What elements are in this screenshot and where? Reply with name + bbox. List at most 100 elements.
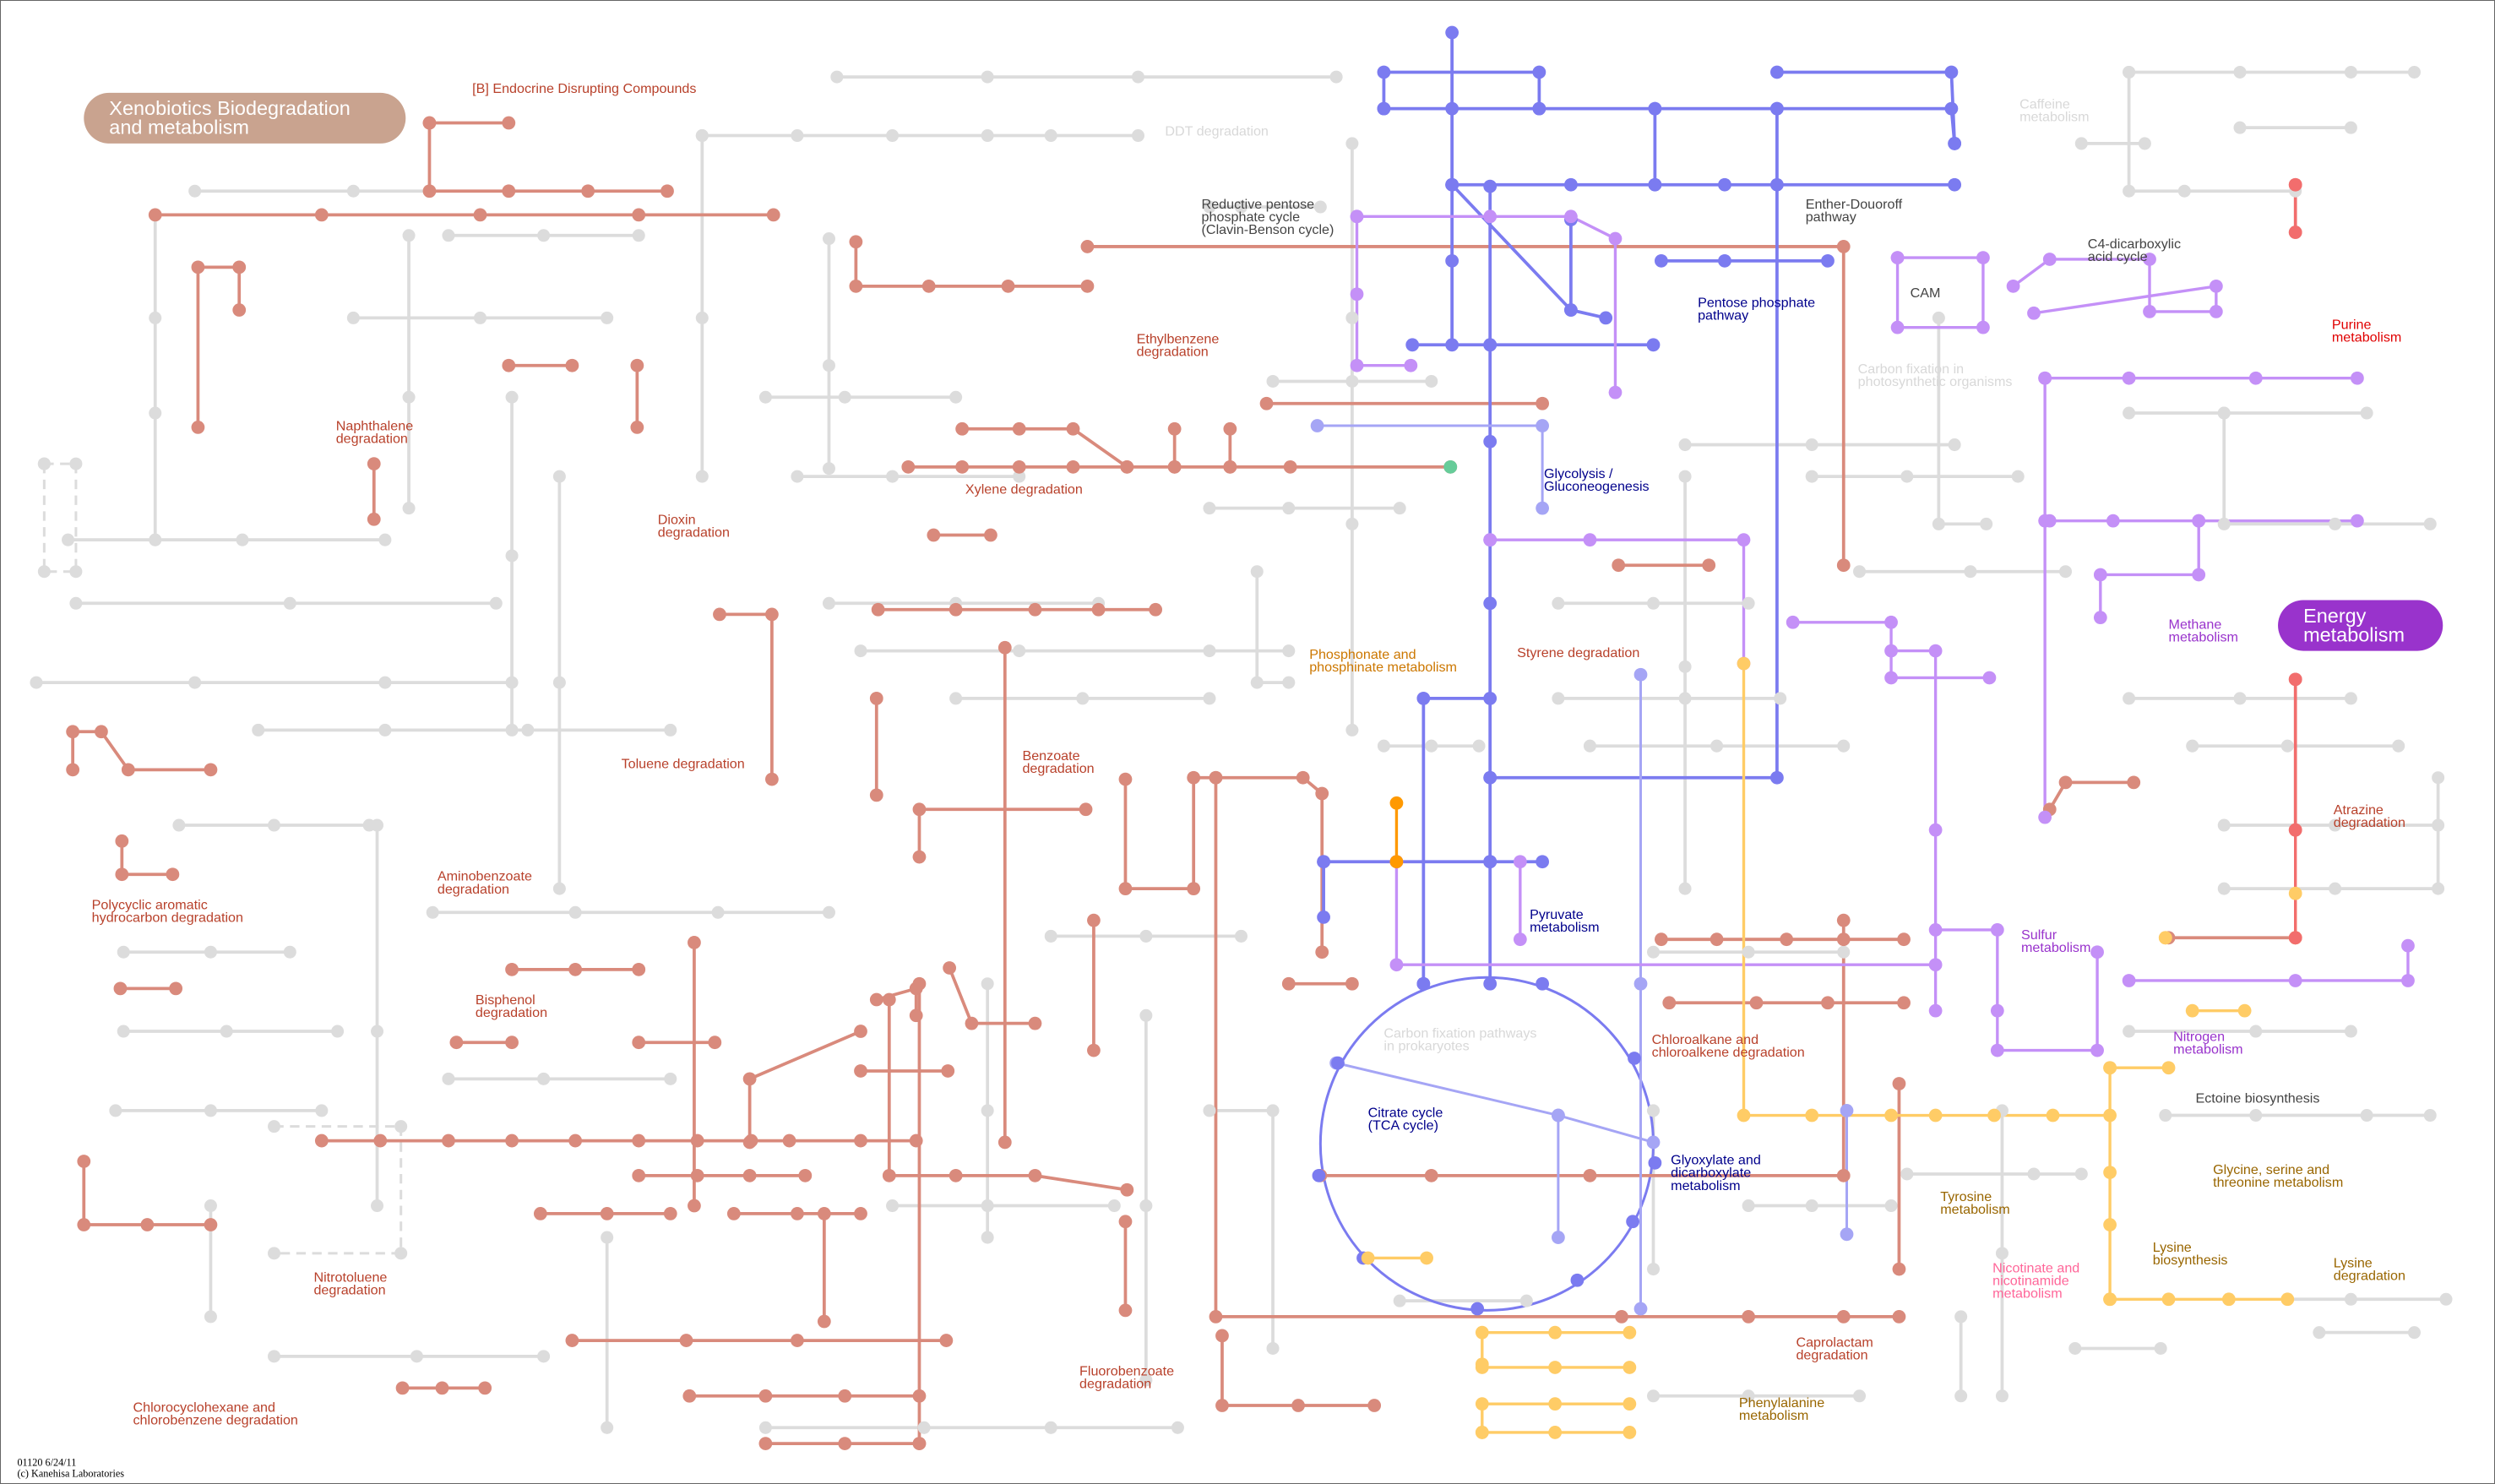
compound-node[interactable]: [1932, 311, 1945, 324]
compound-node[interactable]: [565, 358, 579, 372]
compound-node[interactable]: [442, 1072, 455, 1085]
compound-node[interactable]: [1928, 1003, 1943, 1018]
compound-node[interactable]: [1987, 1108, 2001, 1123]
compound-node[interactable]: [1655, 932, 1668, 947]
compound-node[interactable]: [1648, 101, 1662, 116]
compound-node[interactable]: [2233, 121, 2247, 134]
energy-metabolism-badge[interactable]: [2278, 600, 2443, 651]
compound-node[interactable]: [1404, 358, 1418, 372]
compound-node[interactable]: [1291, 1399, 1305, 1412]
compound-node[interactable]: [502, 116, 516, 130]
compound-node[interactable]: [1259, 396, 1274, 410]
compound-node[interactable]: [1266, 1341, 1280, 1355]
compound-node[interactable]: [1282, 676, 1296, 689]
xenobiotics-pathway-line[interactable]: [196, 265, 242, 427]
compound-node[interactable]: [997, 1135, 1012, 1150]
compound-node[interactable]: [505, 1133, 519, 1148]
compound-node[interactable]: [394, 1247, 408, 1260]
compound-node[interactable]: [1296, 770, 1310, 785]
compound-node[interactable]: [1626, 1215, 1639, 1229]
compound-node[interactable]: [912, 802, 927, 817]
compound-node[interactable]: [2288, 226, 2302, 239]
compound-node[interactable]: [204, 1218, 218, 1231]
compound-node[interactable]: [204, 1310, 217, 1324]
compound-node[interactable]: [1900, 1167, 1914, 1181]
compound-node[interactable]: [965, 1016, 979, 1030]
compound-node[interactable]: [1167, 421, 1182, 436]
compound-node[interactable]: [537, 229, 551, 242]
compound-node[interactable]: [1472, 739, 1486, 753]
compound-node[interactable]: [765, 772, 779, 786]
compound-node[interactable]: [1836, 240, 1851, 253]
compound-node[interactable]: [1742, 1389, 1755, 1403]
compound-node[interactable]: [1897, 996, 1911, 1010]
compound-node[interactable]: [2249, 1025, 2263, 1038]
pathway-label-ddt[interactable]: DDT degradation: [1165, 124, 1269, 139]
pathway-label-ectoine[interactable]: Ectoine biosynthesis: [2195, 1091, 2319, 1106]
compound-node[interactable]: [1389, 855, 1404, 869]
energy-pathway-line[interactable]: [1355, 216, 1411, 367]
compound-node[interactable]: [2143, 305, 2156, 318]
compound-node[interactable]: [1317, 855, 1330, 869]
compound-node[interactable]: [1805, 1108, 1819, 1123]
compound-node[interactable]: [822, 905, 835, 919]
compound-node[interactable]: [394, 1120, 408, 1133]
compound-node[interactable]: [1742, 1199, 1755, 1213]
compound-node[interactable]: [1483, 855, 1498, 869]
compound-node[interactable]: [1648, 1155, 1662, 1170]
compound-node[interactable]: [2221, 1292, 2236, 1307]
compound-node[interactable]: [426, 905, 439, 919]
compound-node[interactable]: [1389, 958, 1404, 972]
compound-node[interactable]: [1976, 251, 1990, 264]
compound-node[interactable]: [941, 1064, 955, 1078]
energy-pathway-line[interactable]: [1935, 928, 2099, 1052]
compound-node[interactable]: [2161, 1292, 2176, 1307]
compound-node[interactable]: [1139, 1008, 1153, 1022]
compound-node[interactable]: [1742, 945, 1755, 959]
compound-node[interactable]: [726, 1207, 741, 1220]
compound-node[interactable]: [1928, 923, 1943, 937]
compound-node[interactable]: [1377, 739, 1390, 753]
compound-node[interactable]: [695, 470, 709, 483]
compound-node[interactable]: [822, 462, 835, 476]
compound-node[interactable]: [1662, 996, 1677, 1010]
compound-node[interactable]: [909, 1133, 923, 1148]
compound-node[interactable]: [1954, 1389, 1968, 1403]
compound-node[interactable]: [169, 981, 183, 996]
compound-node[interactable]: [1315, 786, 1329, 801]
compound-node[interactable]: [1608, 231, 1623, 246]
compound-node[interactable]: [758, 1421, 772, 1434]
compound-node[interactable]: [927, 528, 941, 542]
compound-node[interactable]: [1215, 1399, 1229, 1412]
compound-node[interactable]: [1087, 1043, 1101, 1057]
xenobiotics-pathway-line[interactable]: [887, 999, 1128, 1192]
compound-node[interactable]: [2351, 514, 2364, 528]
compound-node[interactable]: [2103, 1108, 2117, 1123]
compound-node[interactable]: [886, 129, 900, 143]
xenobiotics-pathway-line[interactable]: [120, 840, 173, 877]
compound-node[interactable]: [552, 470, 566, 483]
compound-node[interactable]: [632, 1036, 646, 1050]
xenobiotics-pathway-line[interactable]: [854, 242, 1088, 288]
compound-node[interactable]: [1393, 502, 1406, 515]
compound-node[interactable]: [1892, 1077, 1906, 1090]
compound-node[interactable]: [568, 962, 583, 976]
compound-node[interactable]: [1131, 129, 1144, 143]
compound-node[interactable]: [2432, 771, 2445, 785]
compound-node[interactable]: [1282, 502, 1296, 515]
compound-node[interactable]: [2288, 886, 2302, 900]
compound-node[interactable]: [1655, 253, 1668, 268]
compound-node[interactable]: [742, 1072, 757, 1086]
compound-node[interactable]: [1266, 374, 1280, 388]
compound-node[interactable]: [679, 1334, 693, 1347]
compound-node[interactable]: [798, 1168, 813, 1182]
compound-node[interactable]: [1416, 976, 1431, 991]
pathway-label-tca[interactable]: Citrate cycle(TCA cycle): [1368, 1105, 1443, 1133]
compound-node[interactable]: [1647, 1104, 1661, 1117]
compound-node[interactable]: [315, 1104, 329, 1117]
compound-node[interactable]: [1805, 1199, 1818, 1213]
